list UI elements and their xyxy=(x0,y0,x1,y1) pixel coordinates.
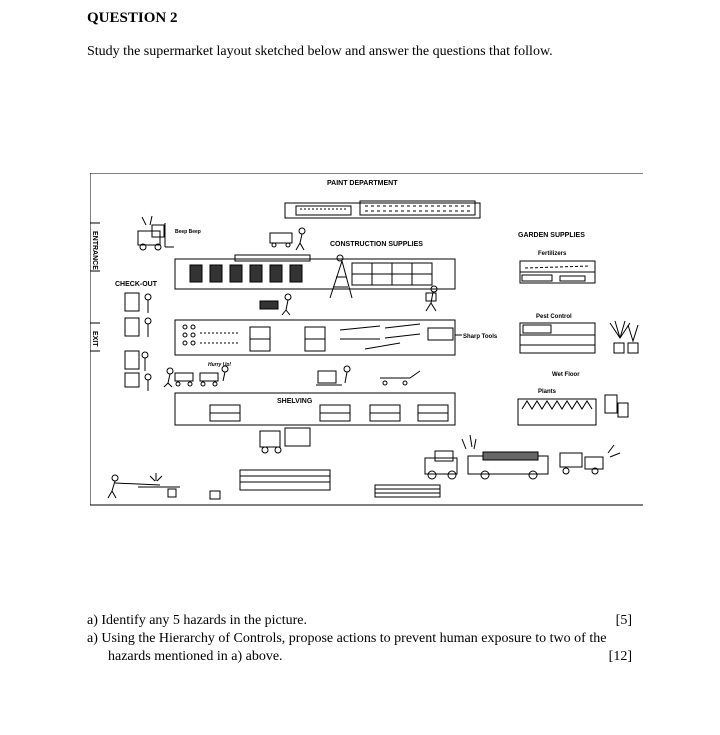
exit-label: EXIT xyxy=(91,331,98,347)
worker-with-trolley-aisle xyxy=(259,293,292,316)
shelving-label: SHELVING xyxy=(277,398,313,405)
question-title: QUESTION 2 xyxy=(87,10,178,26)
hurry-up-label: Hurry Up! xyxy=(208,362,231,368)
plant-pots-right xyxy=(609,320,639,354)
trolley-worker-construction xyxy=(269,227,306,251)
wet-floor-label: Wet Floor xyxy=(552,372,580,378)
entrance-marker: ENTRANCE xyxy=(90,222,100,272)
question-a-part1: a) Identify any 5 hazards in the picture… xyxy=(87,613,632,629)
supermarket-layout-sketch: ENTRANCE EXIT PAINT DEPARTMENT Beep Beep… xyxy=(90,173,643,506)
beep-beep-label: Beep Beep xyxy=(175,229,201,235)
construction-supplies-label: CONSTRUCTION SUPPLIES xyxy=(330,241,423,248)
question-a-part2: a) Using the Hierarchy of Controls, prop… xyxy=(87,631,632,647)
question-a-marks: [5] xyxy=(615,613,632,628)
question-a-text: a) Identify any 5 hazards in the picture… xyxy=(87,613,308,628)
question-a-part2-continuation: hazards mentioned in a) above. [12] xyxy=(108,649,632,665)
ladder xyxy=(329,254,353,299)
plants-shelf xyxy=(517,394,629,426)
cutting-worker xyxy=(107,473,221,500)
sharp-tools-label: Sharp Tools xyxy=(463,334,498,340)
exit-marker: EXIT xyxy=(90,322,100,352)
bottom-pallets xyxy=(239,469,441,498)
fertilizers-label: Fertilizers xyxy=(538,251,567,257)
forklift-boxes xyxy=(259,427,311,454)
question-b-text: a) Using the Hierarchy of Controls, prop… xyxy=(87,631,607,646)
worker-carrying-box xyxy=(425,285,438,312)
plants-label: Plants xyxy=(538,389,557,395)
question-b-marks: [12] xyxy=(608,649,632,664)
fertilizer-shelf xyxy=(519,260,596,284)
forklift-right xyxy=(559,444,621,475)
question-intro: Study the supermarket layout sketched be… xyxy=(87,44,553,59)
pest-control-label: Pest Control xyxy=(536,314,572,320)
trolley-center xyxy=(316,365,421,386)
paint-shelf xyxy=(284,200,481,219)
question-b-continuation: hazards mentioned in a) above. xyxy=(108,649,283,664)
garden-supplies-label: GARDEN SUPPLIES xyxy=(518,232,585,239)
shelving-unit xyxy=(174,392,456,426)
checkout-counters xyxy=(124,292,152,391)
tools-shelf xyxy=(174,319,456,356)
paint-department-label: PAINT DEPARTMENT xyxy=(327,180,398,187)
hurry-up-workers xyxy=(163,365,229,388)
entrance-label: ENTRANCE xyxy=(91,231,98,270)
truck-with-trailer xyxy=(424,434,549,480)
forklift-beep-beep xyxy=(137,215,174,251)
pest-control-shelf xyxy=(519,322,596,354)
construction-shelf xyxy=(174,254,456,290)
checkout-label: CHECK-OUT xyxy=(115,281,158,288)
